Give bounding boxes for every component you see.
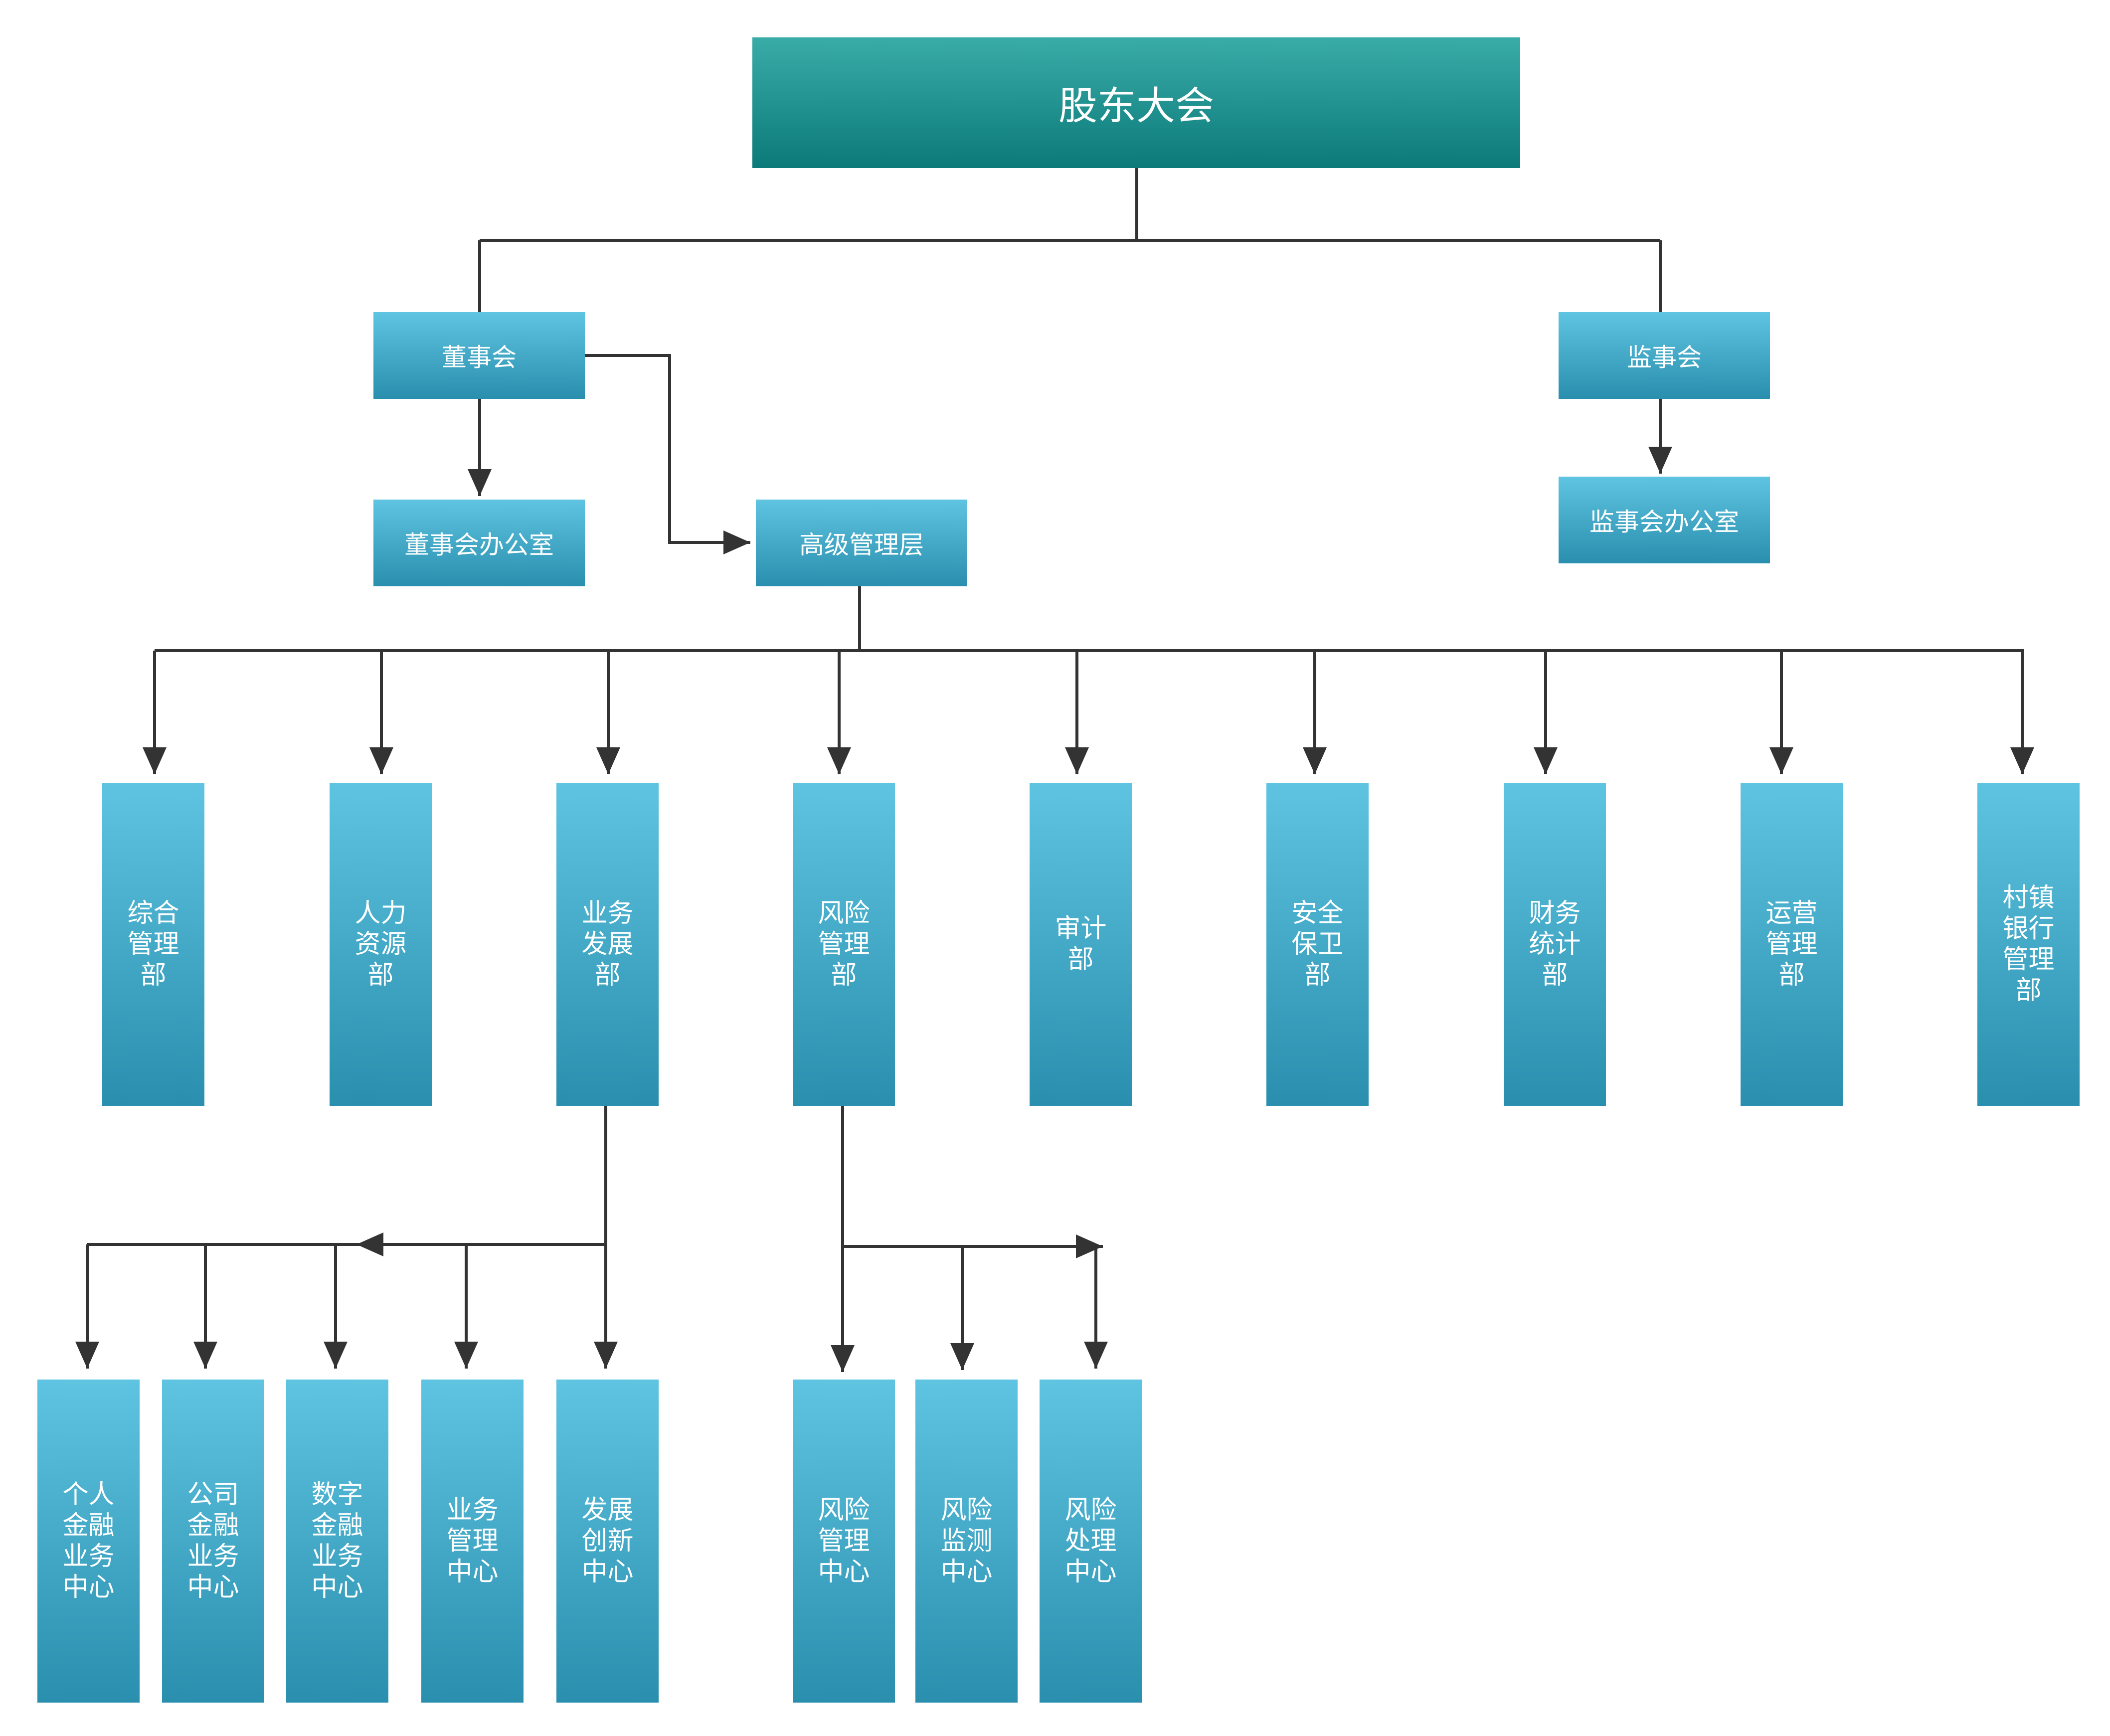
node-center-digital-finance[interactable]: 数字金融业务中心 xyxy=(286,1380,388,1703)
node-label: 风险处理中心 xyxy=(1064,1495,1117,1587)
node-label: 业务发展部 xyxy=(581,898,634,990)
node-label: 监事会 xyxy=(1627,343,1702,372)
node-label: 公司金融业务中心 xyxy=(187,1480,239,1602)
node-label: 村镇银行管理部 xyxy=(2002,883,2055,1006)
node-dept-operations[interactable]: 运营管理部 xyxy=(1741,783,1843,1106)
node-supervisors-office[interactable]: 监事会办公室 xyxy=(1559,477,1770,563)
node-label: 高级管理层 xyxy=(799,530,924,559)
node-label: 董事会办公室 xyxy=(404,530,554,559)
node-label: 综合管理部 xyxy=(127,898,179,990)
node-dept-business-development[interactable]: 业务发展部 xyxy=(556,783,659,1106)
node-center-risk-handling[interactable]: 风险处理中心 xyxy=(1040,1380,1142,1703)
node-shareholders-meeting[interactable]: 股东大会 xyxy=(752,37,1520,168)
node-center-corporate-finance[interactable]: 公司金融业务中心 xyxy=(162,1380,264,1703)
node-board-office[interactable]: 董事会办公室 xyxy=(373,500,585,586)
node-label: 股东大会 xyxy=(1058,84,1214,129)
node-center-development-innovation[interactable]: 发展创新中心 xyxy=(556,1380,659,1703)
node-label: 财务统计部 xyxy=(1529,898,1581,990)
node-center-risk-monitoring[interactable]: 风险监测中心 xyxy=(915,1380,1018,1703)
node-label: 个人金融业务中心 xyxy=(62,1480,115,1602)
node-board-of-directors[interactable]: 董事会 xyxy=(373,312,585,399)
node-label: 运营管理部 xyxy=(1765,898,1818,990)
node-center-personal-finance[interactable]: 个人金融业务中心 xyxy=(37,1380,140,1703)
node-dept-risk-management[interactable]: 风险管理部 xyxy=(793,783,895,1106)
edge-board-to-senior xyxy=(585,354,750,554)
node-label: 监事会办公室 xyxy=(1589,508,1739,536)
node-label: 发展创新中心 xyxy=(581,1495,634,1587)
node-label: 数字金融业务中心 xyxy=(311,1480,363,1602)
node-board-of-supervisors[interactable]: 监事会 xyxy=(1559,312,1770,399)
node-label: 安全保卫部 xyxy=(1291,898,1344,990)
node-label: 审计部 xyxy=(1055,914,1107,975)
node-center-risk-management[interactable]: 风险管理中心 xyxy=(793,1380,895,1703)
node-dept-village-bank-management[interactable]: 村镇银行管理部 xyxy=(1977,783,2080,1106)
node-label: 风险管理中心 xyxy=(818,1495,870,1587)
node-senior-management[interactable]: 高级管理层 xyxy=(756,500,967,586)
node-dept-finance-statistics[interactable]: 财务统计部 xyxy=(1504,783,1606,1106)
node-dept-audit[interactable]: 审计部 xyxy=(1030,783,1132,1106)
node-dept-human-resources[interactable]: 人力资源部 xyxy=(330,783,432,1106)
node-label: 人力资源部 xyxy=(354,898,407,990)
node-dept-general-management[interactable]: 综合管理部 xyxy=(102,783,204,1106)
node-label: 业务管理中心 xyxy=(446,1495,499,1587)
node-label: 风险管理部 xyxy=(818,898,870,990)
node-label: 董事会 xyxy=(442,343,517,372)
node-center-business-management[interactable]: 业务管理中心 xyxy=(421,1380,524,1703)
node-dept-security[interactable]: 安全保卫部 xyxy=(1266,783,1369,1106)
node-label: 风险监测中心 xyxy=(940,1495,993,1587)
